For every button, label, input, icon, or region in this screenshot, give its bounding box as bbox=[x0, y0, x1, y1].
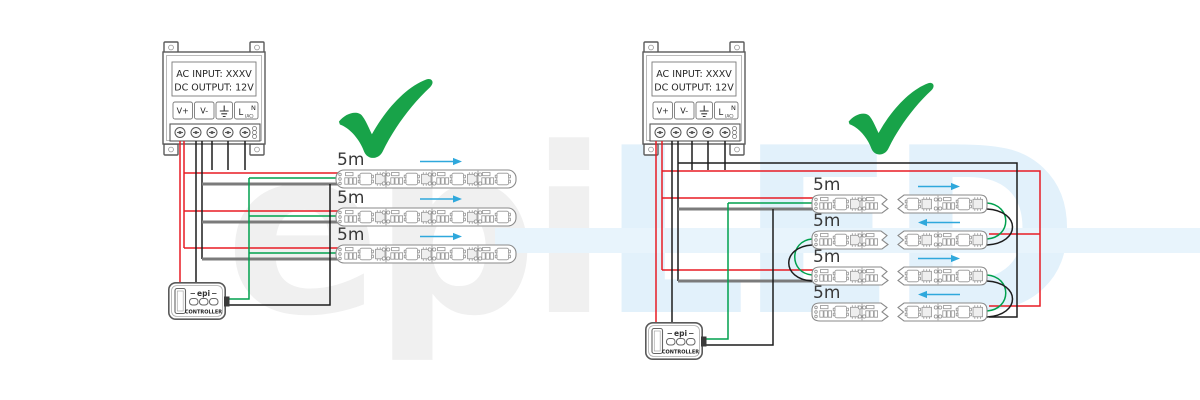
controller-ground-wire bbox=[229, 184, 331, 306]
strip-length-label: 5m bbox=[337, 225, 364, 245]
strip-length-label: 5m bbox=[337, 188, 364, 208]
led-strip-row-segment bbox=[812, 303, 888, 321]
strip-length-label: 5m bbox=[813, 175, 840, 195]
diagram-four-strips-serpentine: 5m 5m 5m 5m bbox=[642, 41, 1041, 361]
strip-length-label: 5m bbox=[813, 211, 840, 231]
data-wire-green bbox=[229, 177, 340, 300]
ground-jumper-left-black bbox=[788, 244, 813, 282]
led-strip-row bbox=[336, 208, 516, 226]
unused-terminal-stubs bbox=[211, 141, 246, 170]
led-strip-row-segment bbox=[898, 231, 987, 249]
strip-length-label: 5m bbox=[337, 150, 364, 170]
unused-terminal-stubs bbox=[691, 141, 726, 170]
controller-ground-wire bbox=[706, 209, 774, 346]
data-jumper-left-green bbox=[794, 238, 813, 276]
data-jumper-right-green bbox=[986, 202, 1007, 312]
power-supply-unit bbox=[162, 41, 266, 156]
led-strip-row-segment bbox=[898, 303, 987, 321]
led-strip-row-segment bbox=[898, 195, 987, 213]
controller bbox=[168, 281, 231, 321]
strip-length-label: 5m bbox=[813, 247, 840, 267]
power-supply-unit bbox=[642, 41, 746, 156]
v-plus-wire-to-strips bbox=[661, 141, 814, 271]
v-plus-wire-to-strips bbox=[183, 141, 340, 249]
led-strip-row bbox=[336, 170, 516, 188]
v-plus-return-bus-wire bbox=[662, 170, 1041, 307]
led-strip-row-segment bbox=[898, 267, 987, 285]
strip-length-label: 5m bbox=[813, 283, 840, 303]
led-strip-row bbox=[336, 245, 516, 263]
ground-jumper-right-black bbox=[986, 208, 1014, 318]
data-wire-green bbox=[706, 202, 814, 340]
controller bbox=[644, 321, 708, 361]
diagram-three-strips-parallel: 5m 5m 5m bbox=[162, 41, 516, 321]
v-minus-return-bus-wire bbox=[678, 162, 1018, 318]
ground-feed-wires bbox=[202, 182, 340, 261]
ground-feed-wires bbox=[678, 207, 814, 283]
